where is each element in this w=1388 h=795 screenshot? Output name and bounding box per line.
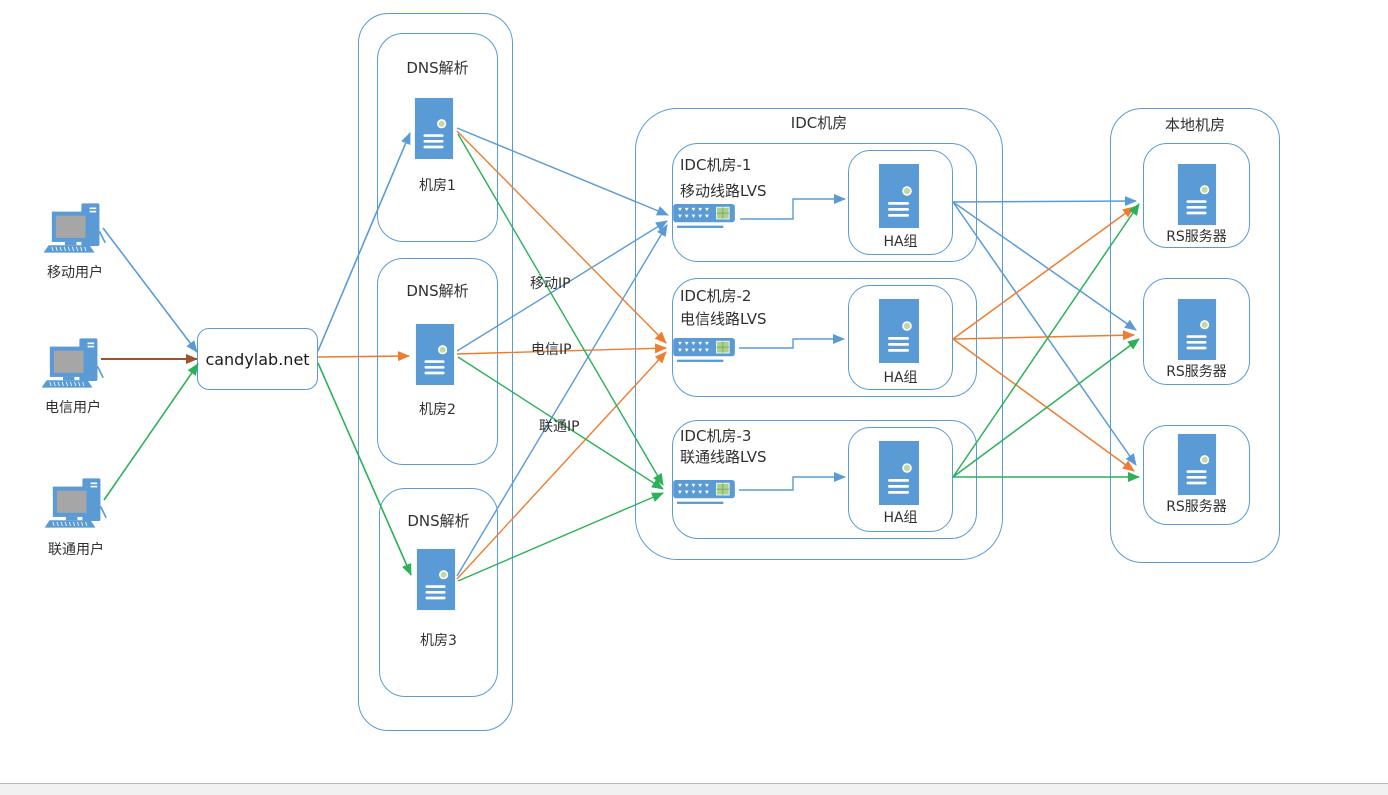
route-label-unicom-ip: 联通IP [539,419,580,435]
ha-group-3-label: HA组 [883,510,918,526]
dns-room-3-title: DNS解析 [407,512,470,530]
domain-node: candylab.net [197,328,318,390]
load-balancer-icon [672,479,738,506]
dns-room-2-title: DNS解析 [406,282,469,300]
rs-server-1-label: RS服务器 [1166,229,1227,245]
ha-group-3-box [848,427,953,532]
server-icon [874,298,924,364]
server-icon [415,548,457,611]
route-label-telecom-ip: 电信IP [531,342,572,358]
idc-room-2-line: 电信线路LVS [680,310,767,328]
computer-icon [42,200,106,256]
local-room-title: 本地机房 [1164,116,1225,134]
user-label-mobile: 移动用户 [47,265,103,281]
idc-room-3-line: 联通线路LVS [680,448,767,466]
rs-server-2-box [1143,278,1250,385]
rs-server-1-box [1143,143,1250,248]
server-icon [413,97,455,160]
idc-room-3-name: IDC机房-3 [680,427,752,445]
dns-room-3-label: 机房3 [420,633,457,649]
dns-room-3-box [379,488,498,697]
rs-server-2-label: RS服务器 [1166,364,1227,380]
server-icon [1176,163,1218,226]
computer-icon [43,475,107,531]
server-icon [1176,298,1218,361]
idc-room-1-line: 移动线路LVS [680,182,767,200]
domain-label: candylab.net [205,349,310,369]
server-icon [414,323,456,386]
user-label-telecom: 电信用户 [45,400,101,416]
dns-room-2-label: 机房2 [419,402,456,418]
ha-group-1-label: HA组 [883,234,918,250]
user-label-unicom: 联通用户 [48,542,104,558]
computer-icon [40,335,104,391]
idc-room-2-name: IDC机房-2 [680,287,752,305]
load-balancer-icon [672,337,738,364]
route-label-mobile-ip: 移动IP [530,276,571,292]
server-icon [874,163,924,229]
ha-group-2-label: HA组 [883,370,918,386]
rs-server-3-label: RS服务器 [1166,499,1227,515]
idc-room-1-name: IDC机房-1 [680,156,752,174]
server-icon [1176,433,1218,496]
idc-group-title: IDC机房 [790,114,848,132]
server-icon [874,440,924,506]
dns-room-1-title: DNS解析 [406,59,469,77]
bottom-scrollbar[interactable] [0,783,1388,795]
idc-room-3-box [672,420,977,539]
rs-server-3-box [1143,425,1250,525]
load-balancer-icon [672,203,738,230]
dns-room-1-label: 机房1 [419,178,456,194]
